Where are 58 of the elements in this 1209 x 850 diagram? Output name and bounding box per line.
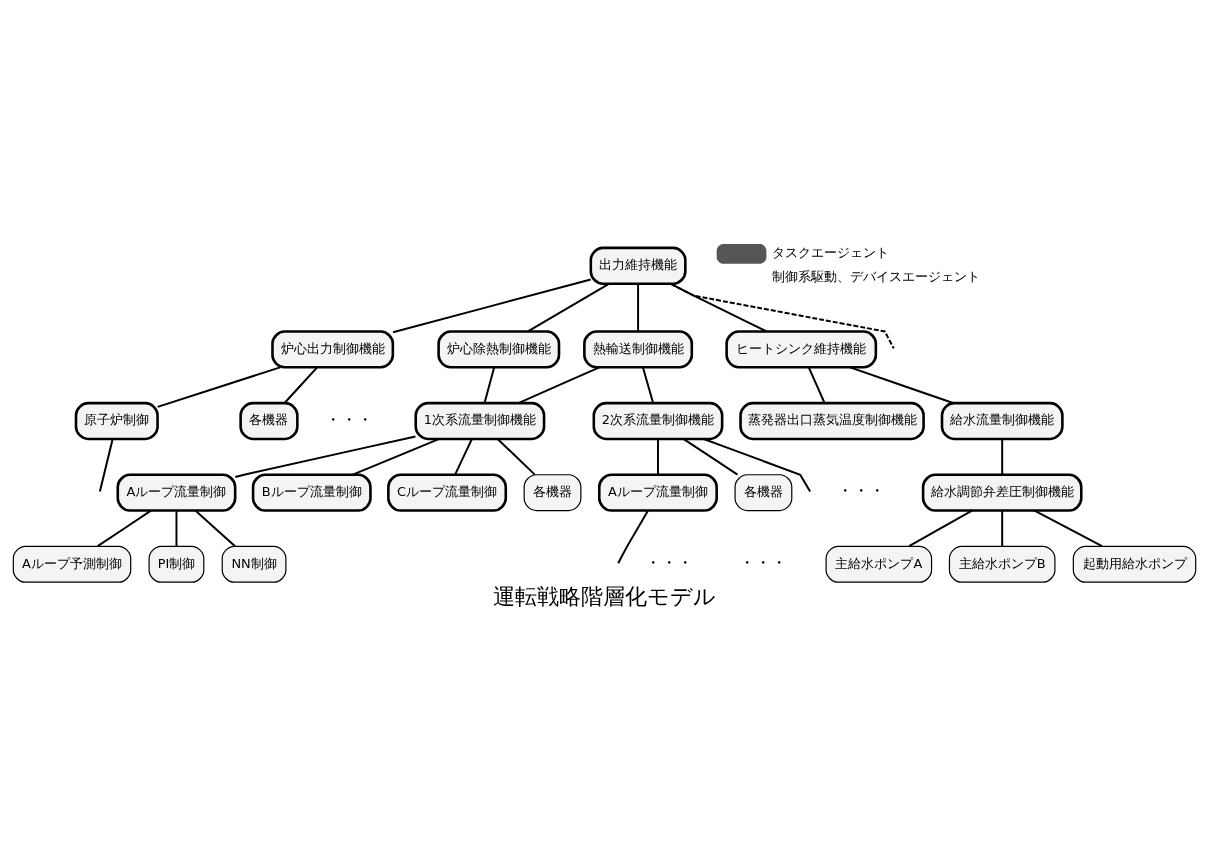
node-box: 起動用給水ポンプ — [1072, 545, 1197, 583]
connector — [98, 438, 114, 493]
node-box: 各機器 — [734, 474, 793, 512]
node-box: 主給水ポンプA — [825, 545, 933, 583]
node-box: Cループ流量制御 — [387, 473, 508, 512]
connector — [175, 509, 178, 548]
node-box: 主給水ポンプB — [948, 545, 1056, 583]
connector — [669, 282, 895, 350]
connector — [194, 509, 237, 548]
node-box: 原子炉制御 — [74, 401, 159, 441]
connector — [656, 438, 659, 476]
connector — [849, 366, 955, 404]
node-box: Bループ流量制御 — [251, 473, 372, 512]
connector — [351, 438, 440, 476]
connector — [454, 438, 473, 476]
connector — [1001, 509, 1004, 548]
label: ・・・ — [836, 481, 885, 501]
node-box: 出力維持機能 — [589, 246, 687, 286]
connector — [682, 438, 739, 476]
connector — [637, 283, 640, 333]
node-box: Aループ予測制御 — [12, 545, 132, 583]
label: ・・・ — [739, 553, 788, 573]
node-box: Aループ流量制御 — [116, 473, 237, 512]
caption: 運転戦略階層化モデル — [493, 583, 716, 609]
connector — [156, 366, 282, 408]
legend-label: 制御系駆動、デバイスエージェント — [772, 269, 981, 285]
node-box: 各機器 — [523, 474, 582, 512]
connector — [807, 366, 826, 404]
node-box: 蒸発器出口蒸気温度制御機能 — [739, 401, 925, 441]
node-box: 炉心除熱制御機能 — [437, 330, 561, 369]
connector — [496, 438, 536, 476]
connector — [1033, 509, 1103, 548]
node-box: 1次系流量制御機能 — [414, 401, 546, 441]
node-box: 2次系流量制御機能 — [592, 401, 724, 441]
node-box: 給水調節弁差圧制御機能 — [921, 473, 1083, 512]
node-box: 炉心出力制御機能 — [271, 330, 395, 369]
node-box: 熱輸送制御機能 — [583, 330, 694, 369]
connector — [517, 366, 601, 405]
connector — [702, 438, 812, 493]
connector — [1001, 438, 1004, 476]
node-box: NN制御 — [221, 545, 287, 583]
connector — [96, 509, 152, 548]
label: ・・・ — [324, 409, 373, 429]
connector — [526, 282, 610, 333]
connector — [908, 509, 973, 548]
node-box: 給水流量制御機能 — [940, 401, 1064, 441]
node-box: Aループ流量制御 — [598, 473, 718, 512]
legend-label: タスクエージェント — [772, 245, 890, 261]
connector — [283, 366, 318, 404]
connector — [617, 509, 650, 565]
label: ・・・ — [644, 553, 693, 573]
connector — [642, 366, 655, 404]
node-box: 各機器 — [239, 401, 299, 441]
connector — [234, 435, 417, 478]
connector — [392, 278, 592, 334]
node-box: PI制御 — [148, 545, 205, 583]
connector — [483, 366, 496, 404]
node-box: ヒートシンク維持機能 — [725, 330, 878, 369]
